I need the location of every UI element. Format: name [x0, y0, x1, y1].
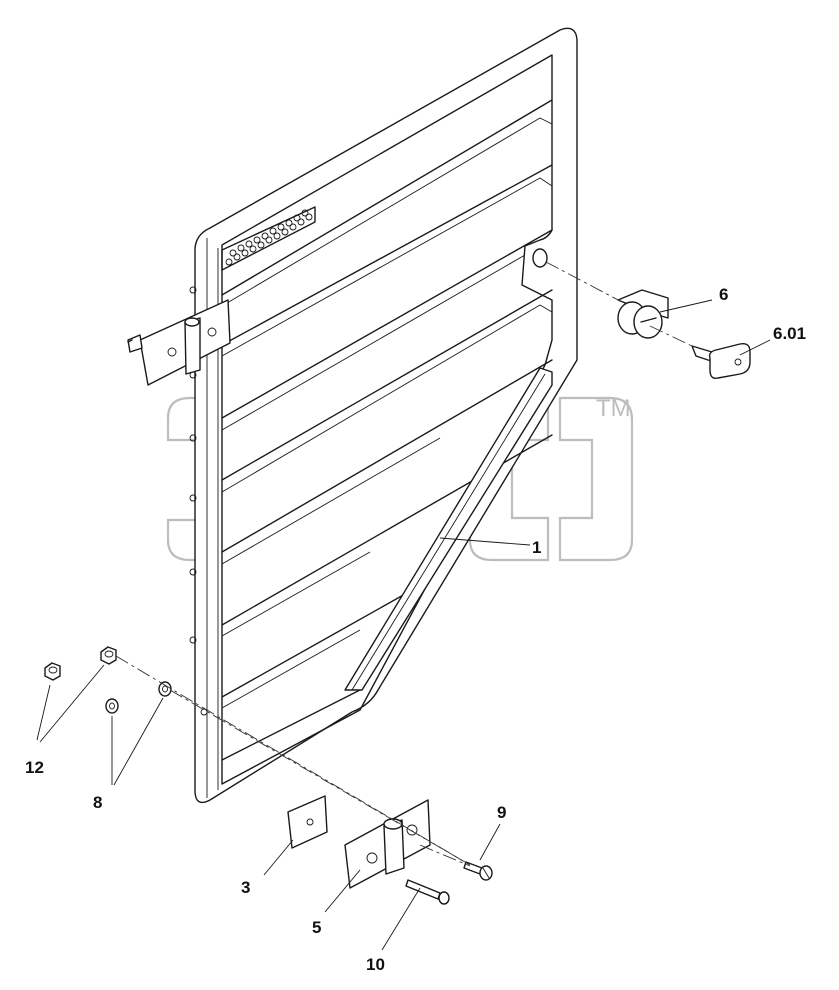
door-panel	[127, 27, 578, 804]
leader-lines	[36, 299, 771, 951]
callouts: 1 3 5 6 6.01 8 9 10 12	[25, 285, 806, 974]
callout-6-01: 6.01	[773, 324, 806, 343]
assembly-centerlines	[115, 261, 693, 867]
lock-cylinder	[617, 289, 669, 339]
callout-8: 8	[93, 793, 102, 812]
callout-1: 1	[532, 538, 541, 557]
washer-8a	[105, 698, 119, 714]
watermark-trademark: TM	[596, 395, 631, 422]
callout-10: 10	[366, 955, 385, 974]
callout-9: 9	[497, 803, 506, 822]
nut-12b	[100, 646, 117, 665]
lower-hinge	[344, 799, 431, 889]
callout-5: 5	[312, 918, 321, 937]
callout-3: 3	[241, 878, 250, 897]
washer-8b	[158, 681, 172, 697]
callout-6: 6	[719, 285, 728, 304]
nut-12a	[44, 662, 61, 681]
upper-hinge	[127, 299, 231, 386]
spacer-plate	[287, 795, 328, 849]
hinge-pin	[405, 879, 450, 905]
grille-holes	[225, 209, 313, 266]
screw	[463, 861, 493, 881]
lock-key	[691, 342, 751, 380]
callout-12: 12	[25, 758, 44, 777]
